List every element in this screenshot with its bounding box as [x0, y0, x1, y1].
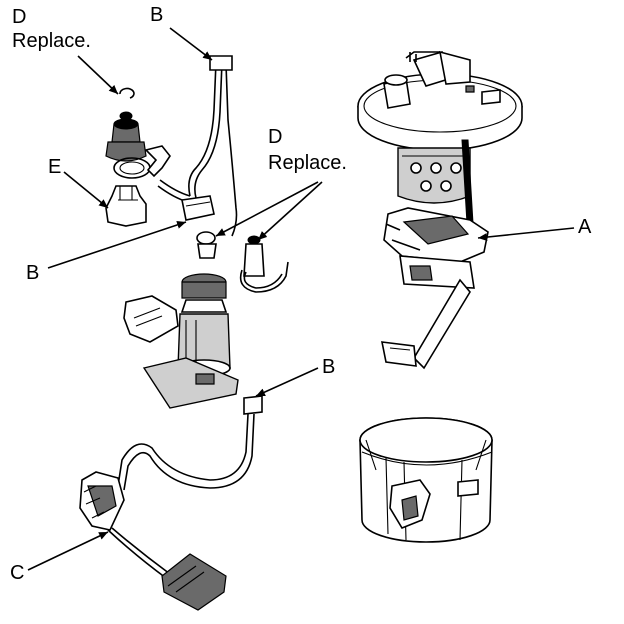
upper-wire-harness — [157, 55, 238, 237]
callout-a: A — [578, 216, 592, 238]
retaining-clip-e — [105, 185, 147, 227]
callout-d-mid-note: Replace. — [268, 152, 347, 174]
callout-d-top-letter: D — [12, 6, 27, 28]
leader-c — [27, 531, 109, 571]
leader-b-top — [169, 27, 213, 61]
callout-b-middle: B — [322, 356, 336, 378]
leader-b-middle — [255, 367, 319, 397]
leader-d-mid-2 — [257, 181, 323, 241]
fuel-strainer — [142, 357, 239, 409]
fuel-level-sender — [79, 395, 263, 611]
fuel-pump — [123, 273, 239, 409]
callout-c: C — [10, 562, 25, 584]
leader-b-left — [47, 221, 187, 269]
pump-module-assembly — [357, 50, 523, 370]
callout-b-left: B — [26, 262, 40, 284]
leader-e — [63, 171, 109, 209]
leader-lines — [27, 27, 575, 571]
pump-seal-parts — [196, 231, 289, 293]
o-ring-d-pump — [196, 231, 216, 245]
leader-a — [477, 227, 575, 242]
callout-e: E — [48, 156, 62, 178]
reservoir-cup — [359, 417, 493, 543]
leader-d-mid-1 — [215, 181, 319, 237]
o-ring-d-small — [119, 87, 135, 99]
callout-b-top: B — [150, 4, 164, 26]
callout-d-top-note: Replace. — [12, 30, 91, 52]
leader-d-top — [77, 55, 119, 95]
pressure-regulator-group — [105, 87, 171, 227]
callout-d-mid-letter: D — [268, 126, 283, 148]
fuel-float — [161, 553, 227, 611]
